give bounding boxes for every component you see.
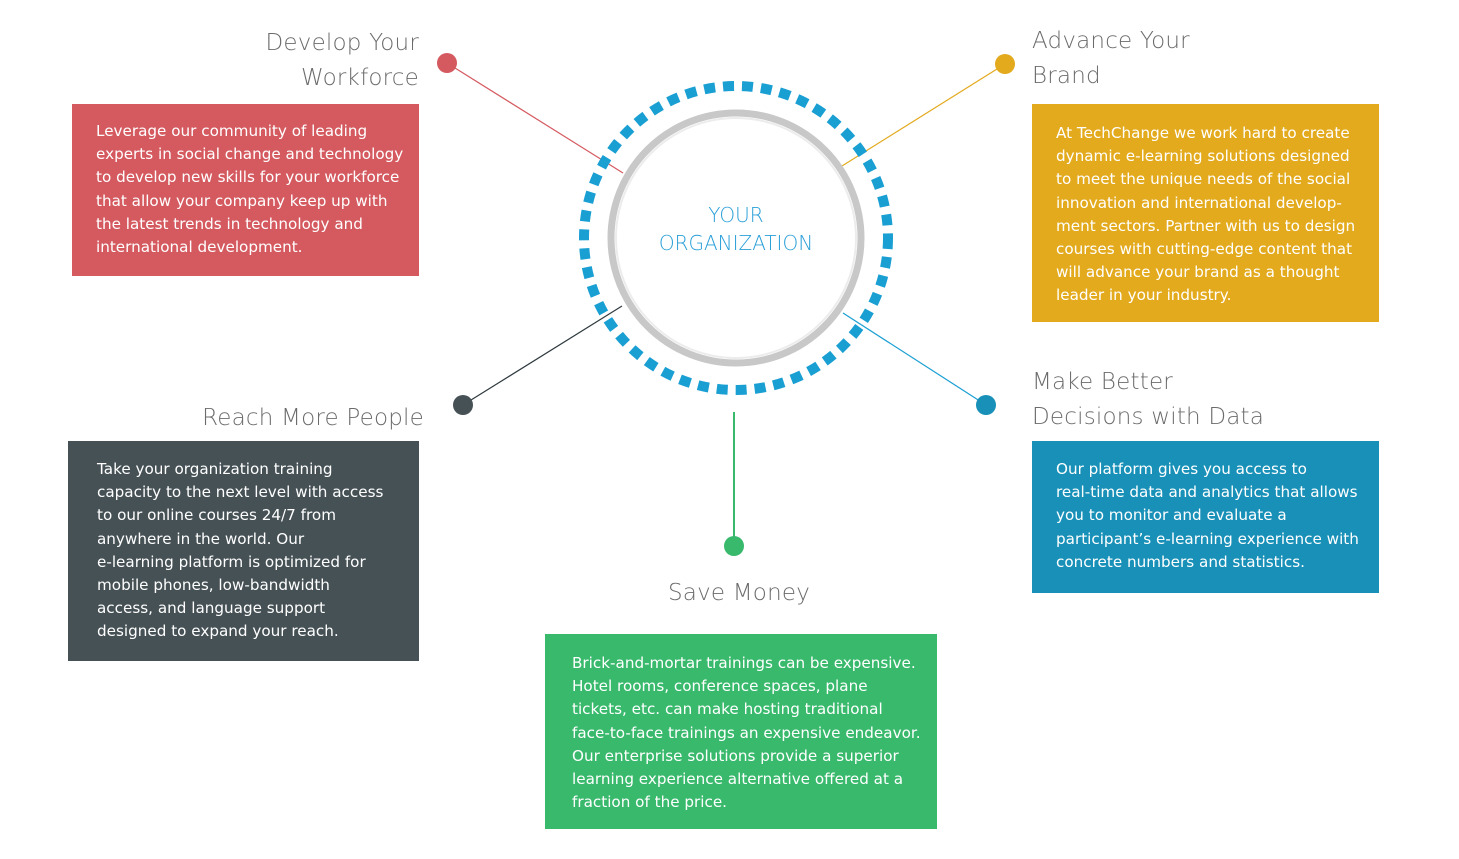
- connector-line-brand: [841, 63, 1006, 167]
- data-card-line: concrete numbers and statistics.: [1056, 552, 1305, 571]
- money-card-line: Hotel rooms, conference spaces, plane: [572, 677, 868, 696]
- brand-card-line: courses with cutting-edge content that: [1056, 240, 1353, 259]
- money-card-line: Brick-and-mortar trainings can be expens…: [572, 654, 916, 672]
- reach-title: Reach More People: [164, 401, 424, 436]
- ring-inner-highlight: [615, 117, 857, 359]
- reach-card-line: Take your organization training: [97, 460, 333, 478]
- money-title: Save Money: [589, 576, 889, 611]
- data-card: Our platform gives you access to real-ti…: [1032, 441, 1379, 593]
- brand-card: At TechChange we work hard to create dyn…: [1032, 104, 1379, 322]
- brand-card-line: ment sectors. Partner with us to design: [1056, 216, 1356, 235]
- data-card-line: real-time data and analytics that allows: [1056, 483, 1358, 502]
- data-title: Make Better Decisions with Data: [1032, 365, 1372, 435]
- reach-card-line: mobile phones, low-bandwidth: [97, 576, 330, 595]
- data-card-line: you to monitor and evaluate a: [1056, 506, 1287, 525]
- brand-card-line: At TechChange we work hard to create: [1056, 124, 1350, 142]
- reach-card-line: e-learning platform is optimized for: [97, 552, 366, 571]
- connector-dot-icon: [724, 536, 744, 556]
- reach-card-line: capacity to the next level with access: [97, 483, 384, 502]
- brand-title-line: Advance Your: [1032, 28, 1190, 54]
- brand-title-line: Brand: [1032, 63, 1101, 89]
- money-card-line: fraction of the price.: [572, 793, 728, 812]
- money-card-line: face-to-face trainings an expensive ende…: [572, 723, 921, 742]
- reach-card-line: designed to expand your reach.: [97, 622, 339, 641]
- center-label-line: YOUR: [708, 203, 764, 227]
- reach-card: Take your organization training capacity…: [68, 441, 419, 661]
- develop-card-line: international development.: [96, 238, 303, 257]
- brand-card-line: leader in your industry.: [1056, 286, 1232, 305]
- brand-title: Advance Your Brand: [1032, 24, 1332, 94]
- brand-card-line: will advance your brand as a thought: [1056, 263, 1340, 282]
- develop-card-line: the latest trends in technology and: [96, 214, 363, 233]
- money-card-line: Our enterprise solutions provide a super…: [572, 746, 899, 765]
- reach-card-line: to our online courses 24/7 from: [97, 506, 337, 525]
- reach-card-line: anywhere in the world. Our: [97, 529, 305, 548]
- money-card-line: tickets, etc. can make hosting tradition…: [572, 700, 883, 719]
- center-label: YOUR ORGANIZATION: [636, 201, 836, 257]
- brand-card-line: to meet the unique needs of the social: [1056, 170, 1351, 189]
- develop-card-line: to develop new skills for your workforce: [96, 168, 400, 187]
- develop-card-line: Leverage our community of leading: [96, 122, 368, 140]
- brand-card-line: innovation and international develop-: [1056, 193, 1342, 212]
- develop-card-line: experts in social change and technology: [96, 145, 404, 164]
- connector-dot-icon: [453, 395, 473, 415]
- connector-line-reach: [462, 305, 623, 406]
- develop-title: Develop Your Workforce: [200, 26, 419, 96]
- ring-dashes: [579, 81, 893, 395]
- brand-card-line: dynamic e-learning solutions designed: [1056, 147, 1350, 166]
- money-card-line: learning experience alternative offered …: [572, 770, 904, 789]
- connector-dot-icon: [995, 54, 1015, 74]
- center-label-line: ORGANIZATION: [658, 231, 814, 255]
- develop-card: Leverage our community of leading expert…: [72, 104, 419, 276]
- develop-card-line: that allow your company keep up with: [96, 191, 388, 210]
- money-card: Brick-and-mortar trainings can be expens…: [545, 634, 937, 829]
- data-card-line: Our platform gives you access to: [1056, 460, 1307, 478]
- connector-line-data: [842, 312, 987, 406]
- data-title-line: Make Better: [1032, 369, 1173, 395]
- data-title-line: Decisions with Data: [1032, 404, 1265, 430]
- data-card-line: participant’s e-learning experience with: [1056, 529, 1359, 548]
- reach-title-line: Reach More People: [202, 405, 424, 431]
- develop-title-line: Develop Your: [265, 30, 419, 56]
- connector-dot-icon: [437, 53, 457, 73]
- connector-line-develop: [446, 62, 624, 174]
- ring-circle: [607, 109, 865, 367]
- reach-card-line: access, and language support: [97, 599, 326, 618]
- develop-title-line: Workforce: [301, 65, 419, 91]
- money-title-line: Save Money: [667, 580, 811, 606]
- connector-dot-icon: [976, 395, 996, 415]
